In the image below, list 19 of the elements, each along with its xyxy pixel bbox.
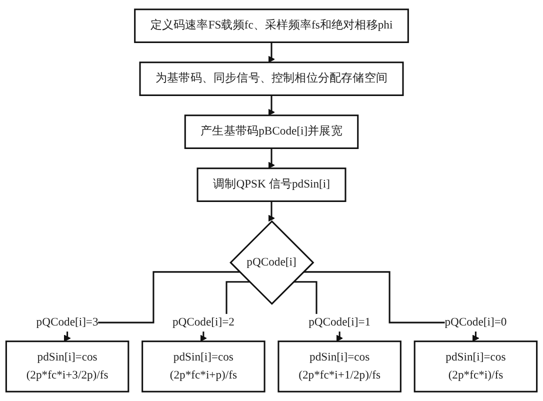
arrow	[303, 271, 480, 342]
arrow	[64, 271, 240, 342]
arrow	[268, 147, 275, 169]
node-box: pdSin[i]=cos (2p*fc*i)/fs	[414, 340, 538, 392]
arrow	[268, 41, 275, 63]
edge-label: pQCode[i]=0	[444, 316, 507, 329]
edge-label: pQCode[i]=2	[172, 316, 234, 329]
node-box: 定义码速率FS载频fc、采样频率fs和绝对相移phi	[134, 8, 409, 44]
node-box: pdSin[i]=cos (2p*fc*i+p)/fs	[142, 340, 266, 392]
arrow	[268, 200, 275, 222]
node-box: 为基带码、同步信号、控制相位分配存储空间	[139, 62, 404, 96]
node-box: 调制QPSK 信号pdSin[i]	[196, 168, 346, 202]
node-box: 产生基带码pBCode[i]并展宽	[184, 114, 359, 149]
node-box: pdSin[i]=cos (2p*fc*i+3/2p)/fs	[5, 340, 130, 392]
arrow	[268, 94, 275, 116]
edge-label: pQCode[i]=1	[308, 316, 371, 329]
node-diamond: pQCode[i]	[230, 220, 314, 305]
edge-label: pQCode[i]=3	[36, 316, 98, 329]
node-box: pdSin[i]=cos (2p*fc*i+1/2p)/fs	[278, 340, 402, 392]
